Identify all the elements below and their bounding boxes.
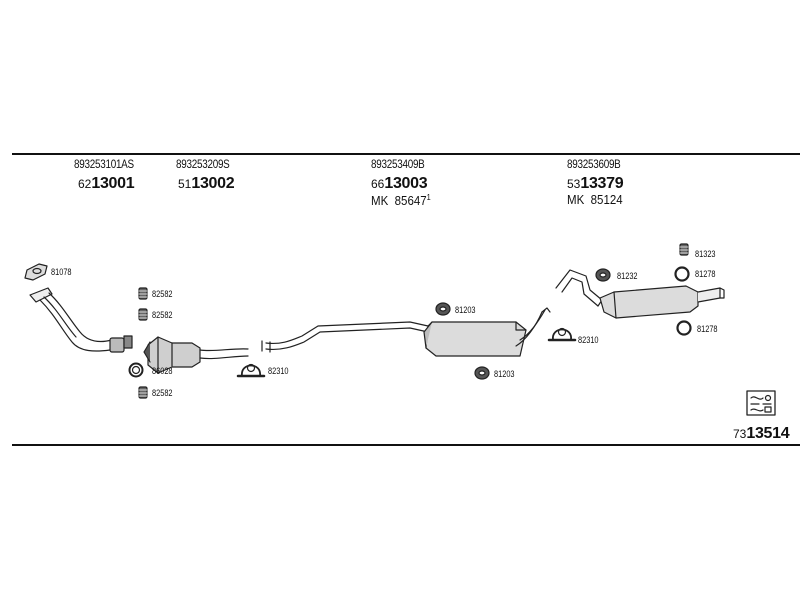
clamp-icon [547, 327, 577, 342]
rubber-mount-icon [679, 243, 689, 256]
part-main: 13002 [191, 175, 235, 192]
part-number-catalyst: 5113002 [178, 175, 235, 193]
part-label-81203: 81203 [494, 369, 515, 379]
part-prefix: 53 [567, 177, 581, 191]
mk-number: 85124 [590, 193, 623, 207]
middle-pipe-icon [261, 321, 429, 353]
mk-number: 85647 [394, 194, 427, 209]
part-label-81278: 81278 [697, 324, 718, 334]
mk-reference-middle: MK 856471 [371, 193, 431, 208]
bottom-divider-line [12, 444, 800, 446]
mk-reference-rear: MK 85124 [567, 193, 623, 207]
oem-number-catalyst: 893253209S [176, 159, 230, 171]
o-ring-icon [674, 266, 690, 282]
oem-number-front-pipe: 893253101AS [74, 159, 134, 171]
rubber-mount-icon [138, 287, 148, 300]
part-label-81078: 81078 [51, 267, 72, 277]
mounting-kit-icon [746, 390, 776, 416]
part-prefix: 51 [178, 177, 192, 191]
part-label-82310: 82310 [268, 366, 289, 376]
part-prefix: 73 [733, 427, 747, 441]
part-label-82582: 82582 [152, 289, 173, 299]
part-label-82582: 82582 [152, 310, 173, 320]
front-pipe-icon [29, 287, 133, 353]
gasket-icon [24, 263, 48, 281]
hanger-icon [474, 366, 490, 380]
oem-number-rear-silencer: 893253609B [567, 159, 621, 171]
part-number-front-pipe: 6213001 [78, 175, 135, 193]
hanger-icon [435, 302, 451, 316]
part-number-rear-silencer: 5313379 [567, 175, 624, 193]
part-prefix: 66 [371, 177, 385, 191]
part-label-81203: 81203 [455, 305, 476, 315]
part-label-86028: 86028 [152, 366, 173, 376]
part-main: 13003 [384, 175, 428, 192]
part-main: 13379 [580, 175, 624, 192]
part-label-81232: 81232 [617, 271, 638, 281]
seal-ring-icon [128, 362, 144, 378]
part-label-81278: 81278 [695, 269, 716, 279]
catalyst-icon [143, 336, 249, 374]
part-label-81323: 81323 [695, 249, 716, 259]
part-main: 13001 [91, 175, 135, 192]
hanger-icon [595, 268, 611, 282]
part-label-82310: 82310 [578, 335, 599, 345]
clamp-icon [236, 363, 266, 378]
rubber-mount-icon [138, 386, 148, 399]
middle-silencer-icon [423, 307, 551, 357]
part-number-middle-silencer: 6613003 [371, 175, 428, 193]
top-divider-line [12, 153, 800, 155]
rear-silencer-icon [555, 269, 725, 319]
part-prefix: 62 [78, 177, 92, 191]
kit-part-number: 7313514 [733, 425, 790, 443]
o-ring-icon [676, 320, 692, 336]
oem-number-middle-silencer: 893253409B [371, 159, 425, 171]
part-main: 13514 [746, 425, 790, 442]
part-label-82582: 82582 [152, 388, 173, 398]
mk-label: MK [567, 193, 585, 207]
rubber-mount-icon [138, 308, 148, 321]
mk-footnote: 1 [426, 193, 431, 202]
mk-label: MK [371, 194, 389, 209]
